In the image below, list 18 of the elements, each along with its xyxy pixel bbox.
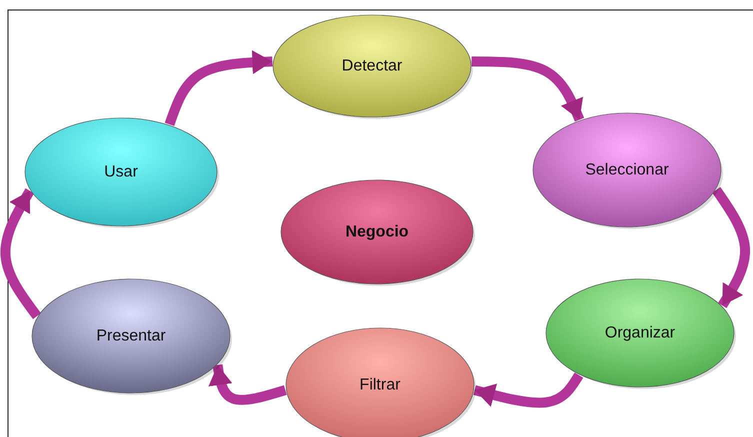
curved-arrow xyxy=(0,188,42,320)
process-ellipse xyxy=(31,278,231,394)
process-ellipse xyxy=(272,14,472,118)
node-label: Seleccionar xyxy=(584,160,670,180)
node-label: Negocio xyxy=(344,222,410,242)
process-ellipse xyxy=(532,112,722,228)
node-label: Filtrar xyxy=(358,375,402,395)
curved-arrow xyxy=(208,364,287,405)
node-label: Organizar xyxy=(604,323,676,343)
curved-arrow xyxy=(712,186,750,308)
process-ellipse xyxy=(280,179,474,285)
node-label: Usar xyxy=(103,162,139,182)
curved-arrow xyxy=(164,50,273,126)
process-ellipse xyxy=(545,278,735,388)
node-label: Detectar xyxy=(340,56,404,76)
curved-arrow xyxy=(472,56,584,122)
node-label: Presentar xyxy=(95,326,167,346)
process-ellipse xyxy=(24,117,218,227)
